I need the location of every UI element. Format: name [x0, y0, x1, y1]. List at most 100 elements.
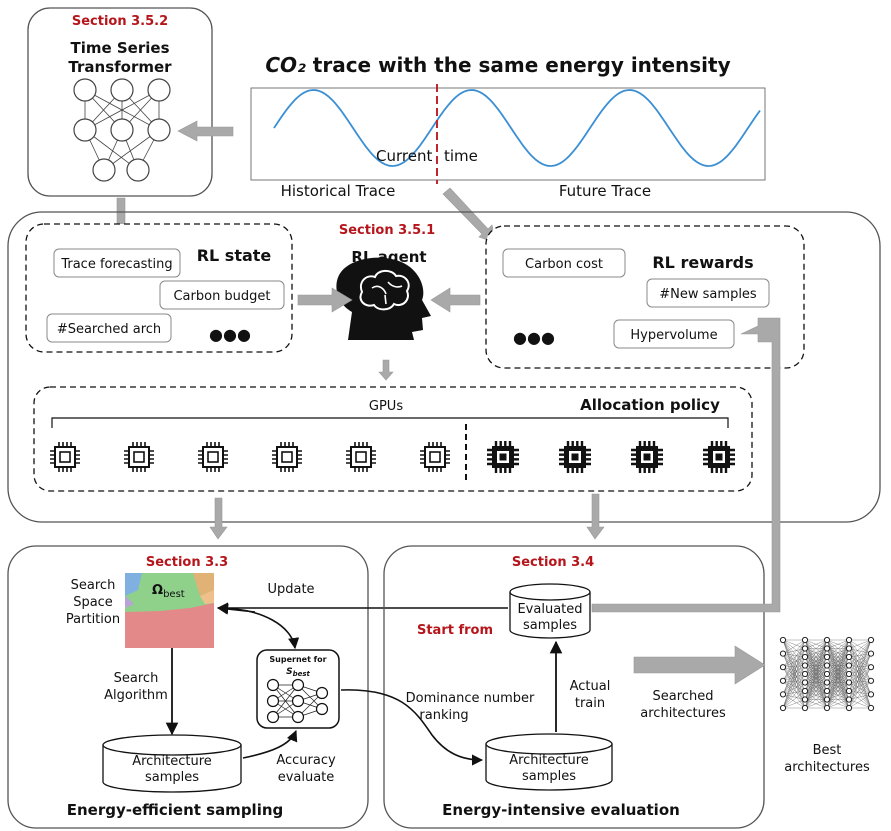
sampling-arch-samples-cylinder: Architecture samples — [102, 734, 242, 793]
transformer-box: Section 3.5.2 Time Series Transformer — [27, 7, 213, 197]
network-edge — [848, 694, 872, 709]
state-item-carbon-budget-label: Carbon budget — [173, 289, 270, 304]
network-edge — [826, 639, 850, 683]
network-edge — [782, 639, 806, 683]
network-node — [801, 636, 809, 644]
network-edge — [826, 690, 850, 709]
allocation-policy-title: Allocation policy — [580, 396, 720, 414]
agent-to-allocation-arrow — [378, 359, 394, 381]
current-label: Current — [376, 147, 432, 165]
network-edge — [782, 639, 806, 666]
network-edge — [782, 639, 806, 700]
rewards-ellipsis: ●●● — [513, 328, 555, 347]
network-edge — [848, 648, 872, 681]
network-edge — [782, 682, 806, 709]
network-edge — [848, 667, 872, 675]
accuracy-label-1: Accuracy — [276, 753, 336, 768]
partition-label-1: Search — [71, 578, 116, 593]
network-edge — [782, 656, 806, 681]
reward-item-new-samples — [646, 278, 770, 308]
network-edge — [848, 667, 872, 709]
network-edge — [782, 653, 806, 700]
network-node — [845, 679, 853, 686]
trace-chart: Current time Historical Trace Future Tra… — [250, 84, 766, 200]
network-edge — [848, 665, 872, 695]
network-edge — [782, 673, 806, 695]
network-edge — [782, 682, 806, 695]
network-node — [801, 670, 809, 678]
dominance-label-1: Dominance number — [406, 691, 535, 706]
allocation-policy-box: GPUs Allocation policy — [33, 386, 753, 492]
omega-subscript: best — [163, 589, 185, 600]
feedback-arrow — [591, 317, 781, 613]
network-edge — [848, 639, 872, 654]
network-edge — [826, 699, 850, 709]
supernet-label: Supernet for — [269, 655, 326, 664]
network-edge — [848, 639, 872, 658]
sampling-footer: Energy-efficient sampling — [67, 801, 284, 819]
state-item-searched-arch — [46, 313, 172, 343]
network-edge — [826, 639, 850, 692]
network-edge — [848, 648, 872, 695]
evaluation-arch-samples-label-1: Architecture — [509, 753, 589, 768]
network-edge — [782, 656, 806, 695]
network-edge — [804, 656, 828, 709]
searched-label-1: Searched — [653, 689, 714, 704]
gpus-label: GPUs — [369, 399, 403, 414]
network-edge — [848, 639, 872, 649]
network-edge — [848, 665, 872, 668]
network-edge — [804, 639, 828, 692]
network-edge — [848, 653, 872, 709]
gpus-bracket — [51, 417, 729, 428]
rewards-to-agent-arrow — [430, 287, 481, 313]
samples-to-supernet-arrow — [242, 729, 298, 759]
network-node — [823, 704, 831, 712]
evaluated-label-2: samples — [523, 618, 577, 633]
supernet-to-partition-arrowhead — [216, 603, 256, 615]
network-edge — [848, 653, 872, 658]
best-label-1: Best — [813, 743, 842, 758]
partition-map: Ωbest — [125, 573, 214, 648]
network-edge — [848, 656, 872, 681]
reward-item-hypervolume-label: Hypervolume — [630, 328, 717, 343]
network-node — [779, 636, 787, 644]
network-node — [845, 704, 853, 712]
network-node — [801, 653, 809, 661]
network-edge — [826, 639, 850, 666]
reward-item-carbon-cost-label: Carbon cost — [525, 257, 603, 272]
network-edge — [804, 648, 828, 709]
network-node — [845, 645, 853, 652]
network-node — [845, 687, 853, 695]
network-node — [845, 670, 853, 678]
network-edge — [826, 665, 850, 709]
network-edge — [804, 639, 828, 709]
network-edge — [848, 648, 872, 709]
transformer-network-icon — [73, 78, 171, 182]
trace-to-rewards-arrow — [442, 187, 497, 244]
network-node — [867, 650, 875, 657]
network-edge — [782, 665, 806, 695]
network-edge — [848, 667, 872, 683]
supernet-s-sub: best — [293, 670, 311, 678]
network-node — [823, 670, 831, 678]
network-edge — [782, 667, 806, 692]
network-edge — [804, 639, 828, 675]
sampling-box — [7, 545, 369, 829]
start-from-label: Start from — [417, 623, 493, 638]
network-edge — [782, 639, 806, 681]
sampling-section-label: Section 3.3 — [146, 555, 228, 570]
supernet-box: Supernet for Sbest — [256, 649, 340, 729]
network-node — [801, 662, 809, 669]
omega-symbol: Ω — [152, 583, 163, 598]
network-edge — [848, 667, 872, 700]
network-edge — [848, 639, 872, 709]
transformer-title-line2: Transformer — [68, 58, 172, 76]
evaluated-label-1: Evaluated — [517, 602, 582, 617]
supernet-network-icon — [266, 678, 329, 724]
search-algo-label-1: Search — [114, 671, 159, 686]
reward-item-hypervolume — [613, 319, 735, 349]
reward-item-carbon-cost — [502, 248, 626, 278]
network-node — [867, 636, 875, 644]
network-edge — [782, 699, 806, 709]
